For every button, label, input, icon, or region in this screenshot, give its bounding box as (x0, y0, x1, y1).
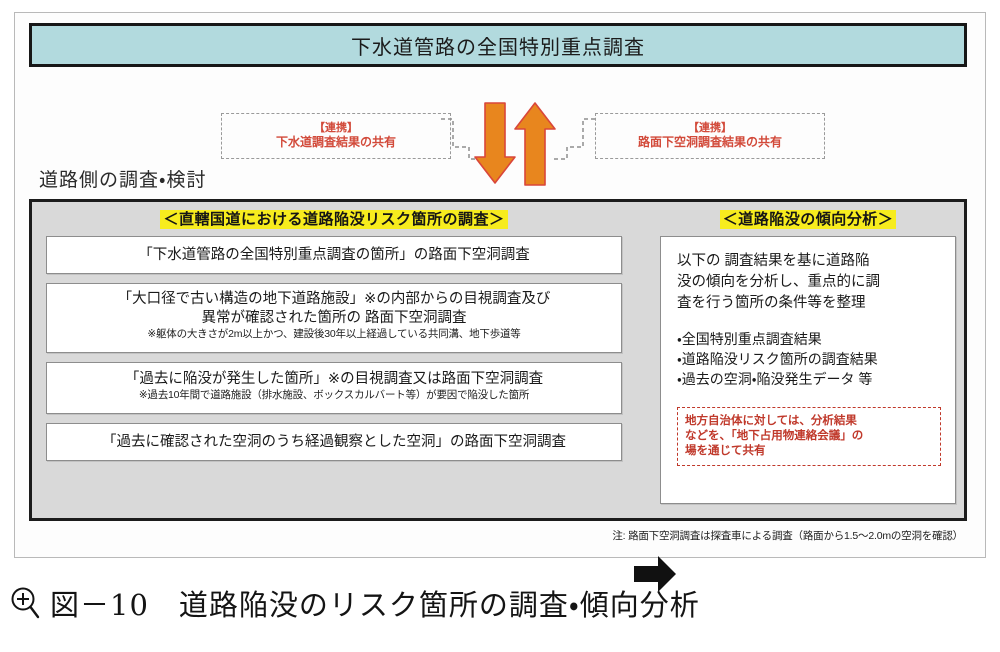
exchange-arrows (467, 101, 563, 187)
analysis-intro-line1: 以下の 調査結果を基に道路陥 (677, 253, 870, 269)
analysis-intro: 以下の 調査結果を基に道路陥 没の傾向を分析し、重点的に調 査を行う箇所の条件等… (677, 251, 941, 314)
right-column-heading: ＜道路陥没の傾向分析＞ (660, 208, 956, 229)
flow-arrow-right-icon (632, 554, 678, 594)
local-government-note: 地方自治体に対しては、分析結果 などを、「地下占用物連絡会議」の 場を通じて共有 (677, 407, 941, 466)
survey-box-2-note: ※躯体の大きさが2m以上かつ、建設後30年以上経過している共同溝、地下歩道等 (147, 328, 521, 340)
right-column: ＜道路陥没の傾向分析＞ 以下の 調査結果を基に道路陥 没の傾向を分析し、重点的に… (660, 208, 956, 508)
analysis-bullet-3: ・過去の空洞・陥没発生データ 等 (677, 371, 873, 387)
connector-line-right (549, 117, 597, 167)
linkage-left-tag: 【連携】 (314, 122, 358, 134)
analysis-intro-line3: 査を行う箇所の条件等を整理 (677, 295, 866, 311)
survey-box-2: 「大口径で古い構造の地下道路施設」※の内部からの目視調査及び 異常が確認された箇… (46, 283, 622, 353)
figure-caption-text: 図－10 道路陥没のリスク箇所の調査・傾向分析 (50, 588, 700, 622)
survey-box-2-line1: 「大口径で古い構造の地下道路施設」※の内部からの目視調査及び (117, 291, 551, 307)
arrow-down-icon (474, 102, 516, 184)
figure-title: 下水道管路の全国特別重点調査 (351, 36, 645, 59)
analysis-intro-line2: 没の傾向を分析し、重点的に調 (677, 274, 880, 290)
local-government-note-line3: 場を通じて共有 (685, 445, 766, 457)
right-column-heading-text: ＜道路陥没の傾向分析＞ (719, 210, 897, 229)
survey-box-1: 「下水道管路の全国特別重点調査の箇所」の路面下空洞調査 (46, 236, 622, 274)
survey-box-1-line1: 「下水道管路の全国特別重点調査の箇所」の路面下空洞調査 (138, 246, 530, 263)
magnifier-plus-icon[interactable] (10, 586, 40, 620)
figure-title-bar: 下水道管路の全国特別重点調査 (29, 23, 967, 67)
analysis-bullet-2: ・道路陥没リスク箇所の調査結果 (677, 351, 878, 367)
arrow-up-icon (514, 102, 556, 186)
local-government-note-line1: 地方自治体に対しては、分析結果 (685, 415, 857, 427)
figure-container: 下水道管路の全国特別重点調査 【連携】 下水道調査結果の共有 【連携】 路面下空… (14, 12, 986, 592)
analysis-bullet-1: ・全国特別重点調査結果 (677, 331, 822, 347)
survey-box-4-line1: 「過去に確認された空洞のうち経過観察とした空洞」の路面下空洞調査 (102, 433, 566, 450)
left-column: ＜直轄国道における道路陥没リスク箇所の調査＞ 「下水道管路の全国特別重点調査の箇… (40, 208, 628, 508)
linkage-box-right: 【連携】 路面下空洞調査結果の共有 (595, 113, 825, 159)
linkage-left-body: 下水道調査結果の共有 (275, 135, 396, 149)
linkage-right-tag: 【連携】 (688, 122, 732, 134)
survey-box-4: 「過去に確認された空洞のうち経過観察とした空洞」の路面下空洞調査 (46, 423, 622, 461)
survey-box-3: 「過去に陥没が発生した箇所」※の目視調査又は路面下空洞調査 ※過去10年間で道路… (46, 362, 622, 414)
analysis-bullets: ・全国特別重点調査結果 ・道路陥没リスク箇所の調査結果 ・過去の空洞・陥没発生デ… (677, 329, 941, 389)
survey-box-3-line1: 「過去に陥没が発生した箇所」※の目視調査又は路面下空洞調査 (124, 371, 544, 387)
connector-line-left (439, 117, 483, 167)
left-column-heading: ＜直轄国道における道路陥没リスク箇所の調査＞ (40, 208, 628, 229)
survey-box-2-line2: 異常が確認された箇所の 路面下空洞調査 (201, 310, 467, 326)
section-label: 道路側の調査・検討 (39, 170, 207, 191)
survey-box-3-note: ※過去10年間で道路施設（排水施設、ボックスカルバート等）が要因で陥没した箇所 (138, 389, 530, 401)
analysis-box: 以下の 調査結果を基に道路陥 没の傾向を分析し、重点的に調 査を行う箇所の条件等… (660, 236, 956, 504)
linkage-box-left: 【連携】 下水道調査結果の共有 (221, 113, 451, 159)
left-column-heading-text: ＜直轄国道における道路陥没リスク箇所の調査＞ (160, 210, 508, 229)
figure-caption: 図－10 道路陥没のリスク箇所の調査・傾向分析 (10, 572, 990, 634)
figure-footnote: 注: 路面下空洞調査は探査車による調査（路面から1.5～2.0mの空洞を確認） (612, 530, 963, 542)
main-panel: ＜直轄国道における道路陥没リスク箇所の調査＞ 「下水道管路の全国特別重点調査の箇… (29, 199, 967, 592)
local-government-note-line2: などを、「地下占用物連絡会議」の (685, 430, 864, 442)
linkage-right-body: 路面下空洞調査結果の共有 (637, 135, 782, 149)
